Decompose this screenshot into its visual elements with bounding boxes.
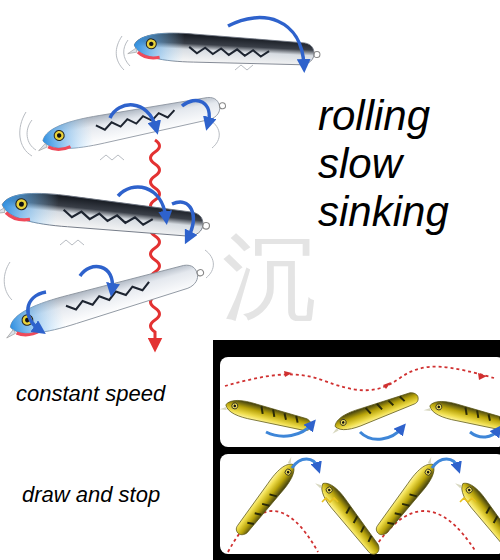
motion-label: constant speed: [16, 381, 206, 407]
lure-figure: [328, 389, 421, 436]
lure-figure: [34, 91, 228, 155]
motion-lines: [4, 36, 253, 300]
lure-figure: [453, 475, 500, 558]
motion-label: draw and stop: [22, 482, 207, 508]
watermark-text: 沉: [222, 222, 342, 332]
lure-figure: [127, 31, 320, 69]
lure-figure: [313, 475, 383, 558]
swim-path-head: [284, 371, 487, 389]
motion-panel: [220, 357, 500, 447]
swing-arrows: [292, 459, 458, 468]
sinking-arrow: [151, 140, 160, 345]
headline-text: rolling slow sinking: [318, 92, 496, 236]
lure-figure: [423, 397, 500, 435]
lure-figure: [0, 188, 211, 242]
flutter-marks: [322, 498, 476, 502]
swing-arrows: [266, 424, 498, 439]
lure-figure: [0, 257, 208, 343]
swim-path: [225, 367, 494, 391]
lure-figure: [219, 396, 313, 434]
